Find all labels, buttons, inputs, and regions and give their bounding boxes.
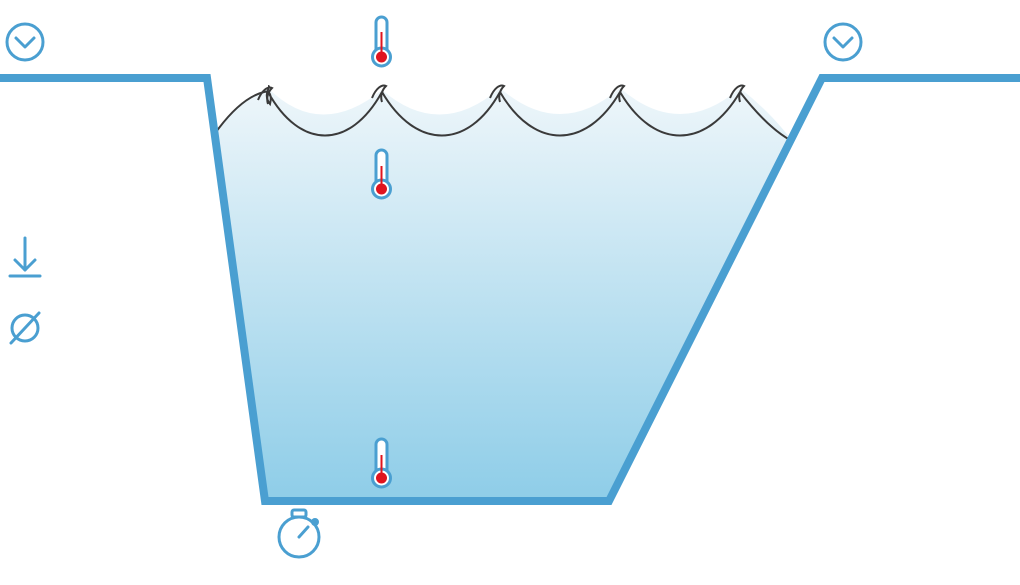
- water-body: [216, 88, 790, 501]
- thermometer-icon[interactable]: [371, 437, 392, 489]
- right-dropdown-icon[interactable]: [823, 22, 863, 62]
- diameter-icon[interactable]: [9, 311, 41, 345]
- stopwatch-icon[interactable]: [277, 508, 321, 559]
- thermometer-icon[interactable]: [371, 15, 392, 68]
- water-surface-waves: [215, 85, 791, 141]
- ground-profile-line: [0, 74, 1020, 505]
- left-dropdown-icon[interactable]: [5, 22, 45, 62]
- arrow-down-to-line-icon[interactable]: [8, 236, 42, 278]
- wave-crests: [257, 84, 746, 105]
- thermometer-icon[interactable]: [371, 148, 392, 200]
